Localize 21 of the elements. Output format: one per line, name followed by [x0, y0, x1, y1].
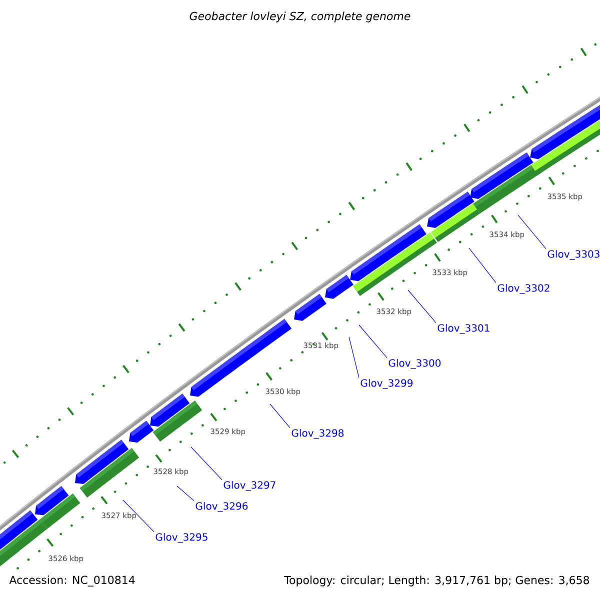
leader-line [518, 214, 546, 250]
title: Geobacter lovleyi SZ, complete genome [190, 12, 410, 22]
leader-line [270, 404, 290, 428]
gene-label: Glov_3302 [498, 284, 550, 294]
leader-line [358, 324, 388, 358]
gene-label: Glov_3300 [388, 359, 441, 369]
leader-line [176, 486, 194, 502]
gene-label: Glov_3295 [156, 533, 208, 543]
gene-label: Glov_3296 [196, 502, 248, 512]
leader-line [468, 248, 496, 284]
gene-label: Glov_3299 [360, 379, 413, 389]
leader-line [348, 336, 360, 378]
leader-line [190, 446, 222, 480]
gene-label: Glov_3303 [548, 250, 600, 260]
leader-line [408, 290, 436, 324]
gene-label: Glov_3297 [224, 481, 276, 491]
gene-label: Glov_3301 [438, 324, 490, 334]
gene-label: Glov_3298 [292, 429, 344, 439]
genome-summary-text: Topology: circular; Length: 3,917,761 bp; Genes: 3,658 [284, 576, 590, 586]
accession-text: Accession: NC_010814 [9, 576, 135, 586]
leader-line [122, 500, 154, 532]
